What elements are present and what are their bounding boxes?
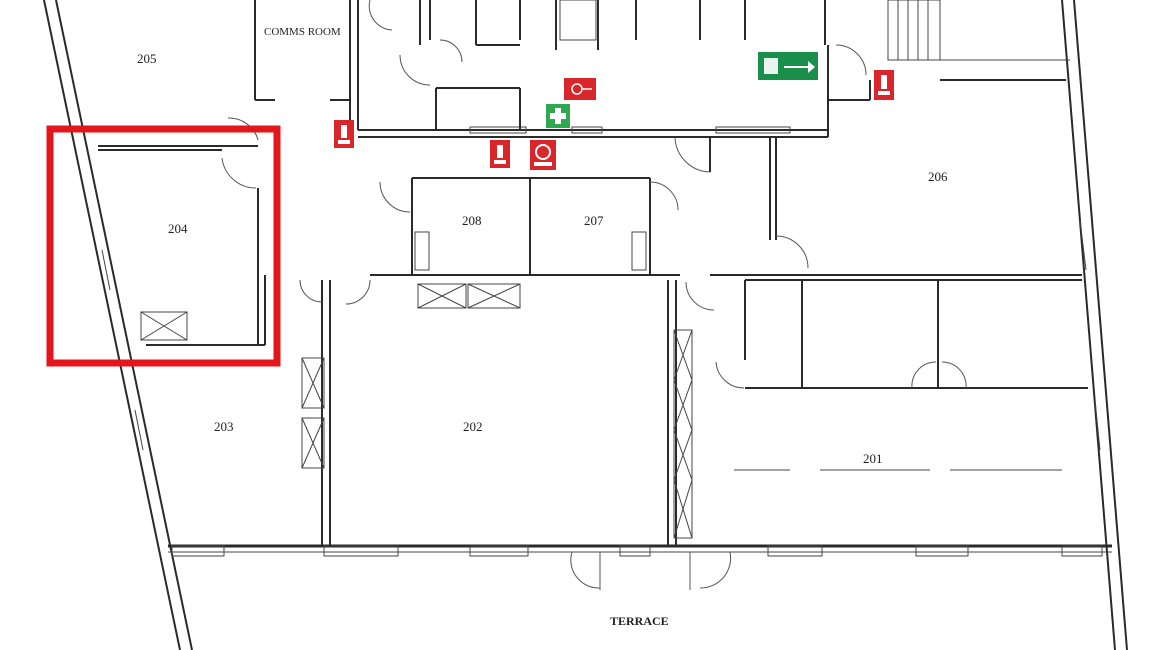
room-label-terrace: TERRACE <box>610 614 669 628</box>
room-label-202: 202 <box>463 419 483 434</box>
room-label-201: 201 <box>863 451 883 466</box>
highlight-box-204 <box>46 125 281 367</box>
fire-hose-icon <box>564 78 596 100</box>
room-205-walls <box>254 0 359 140</box>
first-aid-icon <box>546 104 570 128</box>
room-label-comms: COMMS ROOM <box>264 26 341 38</box>
room-label-208: 208 <box>462 213 482 228</box>
room-label-207: 207 <box>584 213 604 228</box>
east-exterior-wall <box>1061 0 1128 650</box>
fire-extinguisher-icon <box>490 140 510 168</box>
core-walls <box>358 0 867 173</box>
room-label-204: 204 <box>168 221 188 236</box>
fire-extinguisher-icon <box>334 120 354 148</box>
room-208-207-walls <box>370 177 680 309</box>
room-206-201-walls <box>710 137 1088 471</box>
fire-extinguisher-icon <box>874 70 894 100</box>
room-204-walls <box>98 117 266 346</box>
room-label-206: 206 <box>928 169 948 184</box>
room-label-203: 203 <box>214 419 234 434</box>
staircase <box>827 0 1070 137</box>
west-exterior-wall <box>43 0 193 650</box>
emergency-exit-sign-icon <box>758 52 818 80</box>
assembly-point-icon <box>530 140 556 170</box>
south-facade <box>168 544 1112 590</box>
room-label-205: 205 <box>137 51 157 66</box>
room-202-walls <box>299 279 715 546</box>
